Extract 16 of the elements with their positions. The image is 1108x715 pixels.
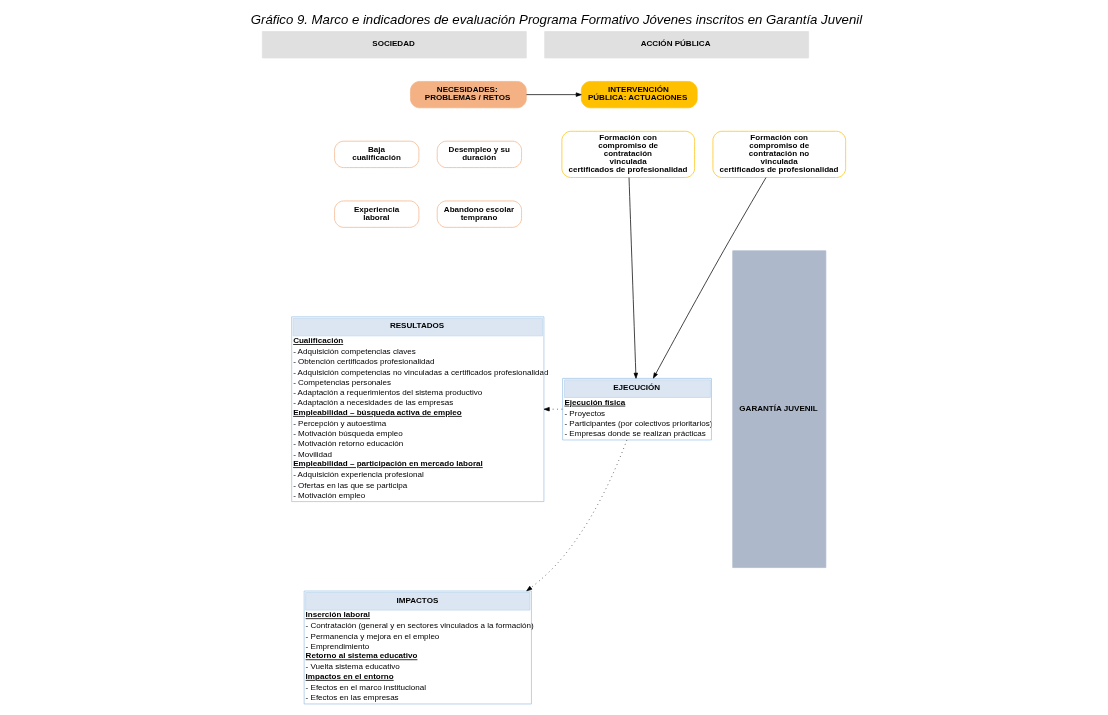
node-box: Baja cualificación bbox=[334, 140, 420, 168]
arrow bbox=[628, 177, 638, 379]
arrow bbox=[526, 439, 628, 592]
node-box: Abandono escolar temprano bbox=[436, 200, 522, 228]
node-box: Formación con compromiso de contratación no vinculada certificados de profesionalidad bbox=[712, 130, 846, 178]
node-box: Formación con compromiso de contratación vinculada certificados de profesionalidad bbox=[561, 130, 695, 178]
node-box: Desempleo y su duración bbox=[436, 140, 522, 168]
node-box: Experiencia laboral bbox=[334, 200, 420, 228]
node-box: INTERVENCIÓN PÚBLICA: ACTUACIONES bbox=[580, 81, 698, 109]
diagram-title: Gráfico 9. Marco e indicadores de evaluación Programa Formativo Jóvenes inscritos en Garantía Juvenil bbox=[250, 11, 863, 27]
arrow bbox=[526, 92, 582, 97]
node-box: GARANTÍA JUVENIL bbox=[732, 250, 827, 568]
node-box: NECESIDADES: PROBLEMAS / RETOS bbox=[410, 81, 527, 109]
node-box: SOCIEDAD bbox=[262, 31, 527, 59]
node-box: ACCIÓN PÚBLICA bbox=[544, 31, 809, 59]
arrow bbox=[653, 177, 767, 379]
